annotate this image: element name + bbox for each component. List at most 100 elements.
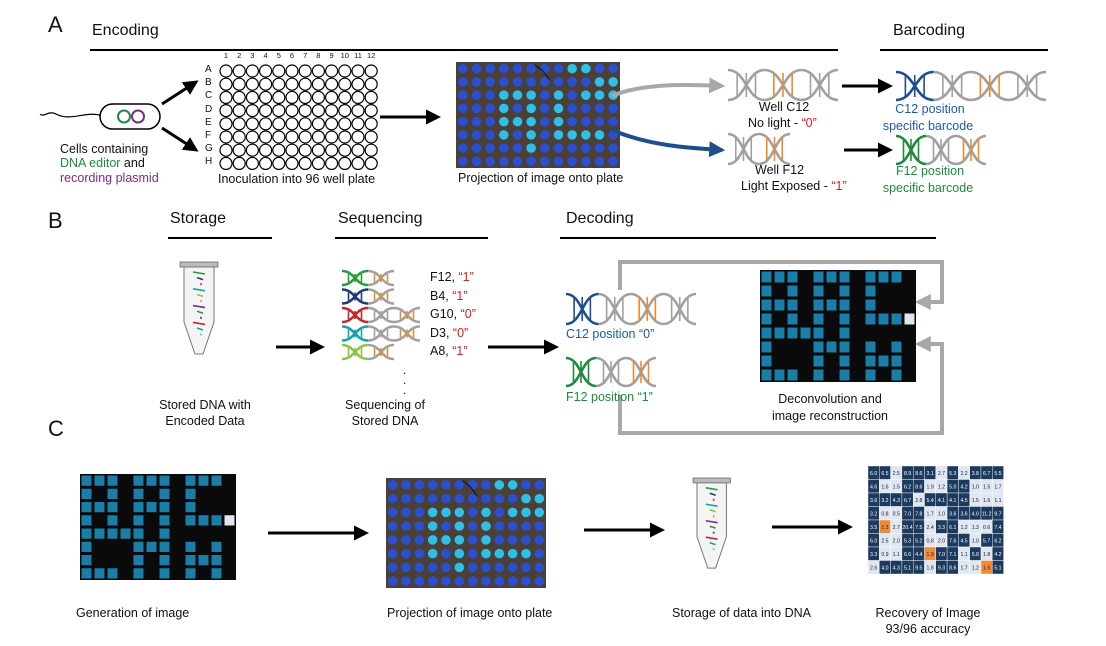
plate-well <box>364 143 378 157</box>
plate-well <box>351 90 365 105</box>
plate-well <box>338 130 352 144</box>
logo-pixel <box>133 502 144 513</box>
plate-well <box>325 117 339 131</box>
heatmap-value: 4.2 <box>994 552 1001 558</box>
plate-well <box>232 64 246 78</box>
sequencing-caption-line2: Stored DNA <box>351 414 419 428</box>
logo-pixel <box>878 313 889 325</box>
plate-well <box>219 156 233 170</box>
plate-column-label: 7 <box>303 51 308 60</box>
projected-well <box>567 116 577 127</box>
projected-well <box>512 156 523 167</box>
heatmap-value: 7.8 <box>915 511 922 517</box>
well-f12-value: “1” <box>831 179 847 193</box>
plate-row-label: B <box>205 77 212 89</box>
projected-well <box>441 493 451 504</box>
projected-well <box>581 116 591 127</box>
projected-well <box>553 90 564 100</box>
projection-caption-a: Projection of image onto plate <box>458 171 624 185</box>
plate-well <box>298 143 312 157</box>
projected-well <box>427 480 438 490</box>
logo-pixel <box>133 528 144 539</box>
plate-well <box>272 156 286 170</box>
plate-well <box>245 103 259 118</box>
projected-well <box>521 480 531 490</box>
well-c12-title: Well C12 <box>758 100 810 114</box>
heatmap-value: 0.8 <box>927 538 934 544</box>
projected-well <box>499 90 509 100</box>
projected-well <box>454 562 465 573</box>
plate-well <box>311 77 325 91</box>
plate-well <box>311 64 325 78</box>
read-value: “0” <box>449 325 469 340</box>
logo-pixel <box>813 369 824 381</box>
logo-pixel <box>813 313 824 325</box>
heatmap-value: 4.3 <box>893 498 900 504</box>
logo-pixel <box>94 475 105 486</box>
projected-well <box>454 480 465 490</box>
heatmap-value: 0.8 <box>881 511 888 517</box>
heatmap-value: 1.6 <box>983 498 990 504</box>
tube-dna-fragment <box>709 541 716 546</box>
c12-barcode-line2: specific barcode <box>882 119 974 133</box>
tube-cap <box>179 261 219 268</box>
well-c12-prefix: No light - <box>748 116 802 130</box>
heatmap-value: 5.1 <box>904 565 911 571</box>
projected-well <box>507 576 518 586</box>
plate-column-label: 8 <box>316 51 321 60</box>
heatmap-value: 3.3 <box>938 525 945 531</box>
logo-pixel <box>211 555 222 566</box>
projected-well <box>594 143 605 153</box>
plate-photo-background <box>456 62 620 168</box>
projected-well <box>521 493 531 504</box>
recording-plasmid-label: recording plasmid <box>60 170 159 185</box>
logo-pixel <box>159 475 170 486</box>
well-c12-state: No light - “0” <box>748 116 817 130</box>
heatmap-value: 5.7 <box>983 538 990 544</box>
logo-pixel-light <box>224 515 235 526</box>
tube-dna-fragment <box>709 492 716 497</box>
plate-row-label: C <box>205 90 213 102</box>
logo-pixel <box>865 355 876 367</box>
heatmap-value: 7.4 <box>994 525 1001 531</box>
storage-caption-line1: Stored DNA with <box>159 398 251 412</box>
heatmap-value: 4.4 <box>915 552 922 558</box>
projected-well <box>534 562 545 573</box>
logo-pixel <box>826 341 837 353</box>
tube-dna-fragment <box>709 525 716 529</box>
projected-well <box>485 90 495 100</box>
deconvolution-caption-line2: image reconstruction <box>771 409 889 423</box>
projected-well <box>521 576 531 586</box>
projected-well <box>499 156 509 167</box>
heatmap-value: 9.5 <box>915 565 922 571</box>
projected-well <box>427 548 438 559</box>
projected-well <box>458 130 468 140</box>
sequencing-read: A8, “1” <box>430 344 468 358</box>
projected-well <box>458 143 468 153</box>
heatmap-cell <box>992 560 1004 575</box>
projected-well <box>553 116 564 127</box>
heatmap-value: 3.2 <box>870 511 877 517</box>
projected-well <box>458 63 468 74</box>
heatmap-value: 4.1 <box>938 498 945 504</box>
well-plate-96 <box>219 64 378 170</box>
bac-cam-logo-generated <box>80 474 236 580</box>
plate-well <box>298 64 312 78</box>
encoding-heading: Encoding <box>92 22 159 39</box>
projected-well <box>608 103 618 114</box>
tube-dna-fragment <box>705 536 718 540</box>
inoculation-caption: Inoculation into 96 well plate <box>218 172 376 186</box>
plate-well <box>259 143 273 157</box>
heatmap-value: 2.0 <box>938 538 945 544</box>
plate-column-label: 4 <box>263 51 268 60</box>
heatmap-value: 6.6 <box>904 552 911 558</box>
heatmap-value: 7.1 <box>949 552 956 558</box>
reads-ellipsis-2: . <box>403 373 407 387</box>
projected-well <box>526 143 536 153</box>
heatmap-value: 7.5 <box>915 525 922 531</box>
logo-pixel <box>120 528 131 539</box>
logo-pixel <box>159 541 170 552</box>
logo-pixel <box>81 555 92 566</box>
projected-well <box>499 143 509 153</box>
